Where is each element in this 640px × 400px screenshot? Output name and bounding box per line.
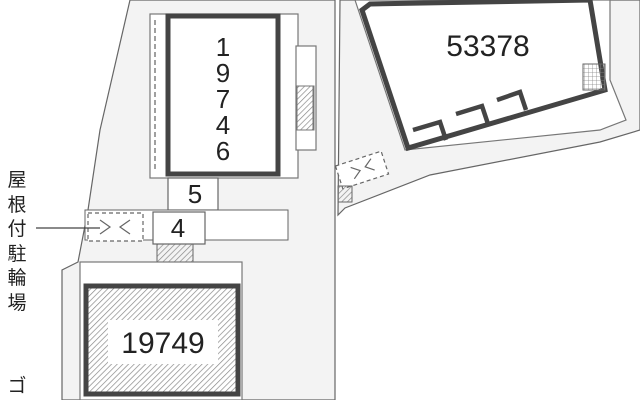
unit-4-label: 4	[171, 213, 185, 243]
building-19749	[79, 261, 243, 400]
unit-5-label: 5	[188, 179, 202, 209]
building-19746-digit: 6	[216, 136, 230, 166]
building-19749-label: 19749	[121, 327, 204, 360]
building-19746	[149, 13, 317, 179]
stairs-icon	[296, 85, 314, 131]
building-19746-digit: 9	[216, 58, 230, 88]
bottom-left-label: ゴ	[7, 375, 27, 397]
bike-shelter-icon	[87, 212, 144, 242]
bike-shelter-icon	[334, 150, 390, 203]
building-53378	[354, 0, 627, 152]
bike-parking-label: 屋根付駐輪場	[7, 169, 27, 314]
building-53378-label: 53378	[446, 30, 529, 63]
unit-4-box	[152, 211, 206, 245]
building-19746-digit: 4	[216, 110, 230, 140]
building-19746-label: 1 9 7 4 6	[216, 32, 230, 166]
building-19746-digit: 1	[216, 32, 230, 62]
building-19746-digit: 7	[216, 84, 230, 114]
